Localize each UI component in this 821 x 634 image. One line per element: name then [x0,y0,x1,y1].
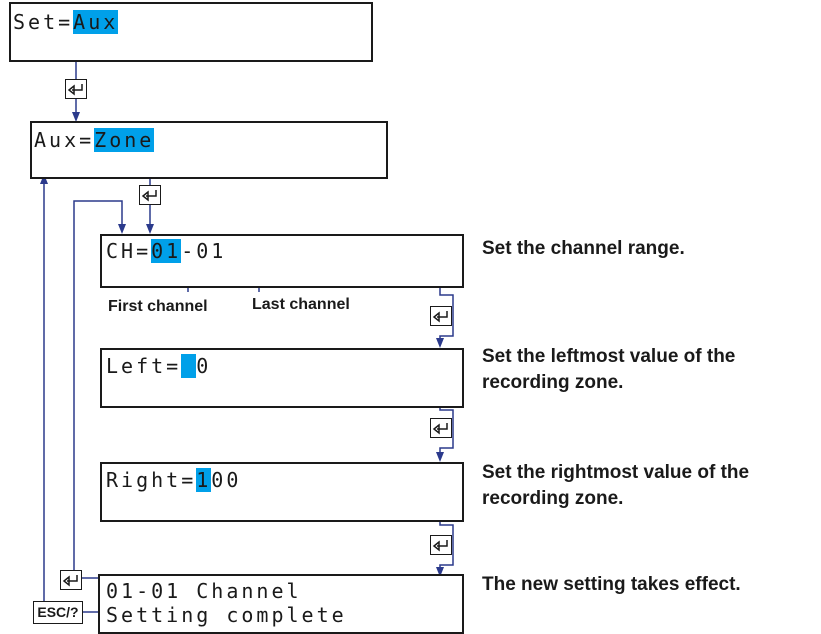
arrow-left-to-right [436,406,454,462]
enter-key-icon[interactable] [139,185,161,205]
lcd-aux: Aux=Zone [30,121,388,179]
arrow-right-to-complete [436,520,454,577]
left-prefix: Left= [106,354,182,378]
enter-key-icon[interactable] [60,570,82,590]
enter-key-icon[interactable] [65,79,87,99]
arrow-esc-to-aux [40,174,98,613]
right-prefix: Right= [106,468,197,492]
desc-right-line1: Set the rightmost value of the [482,462,750,483]
lcd-channel: CH=01-01 [100,234,464,288]
ch-first: 01 [151,239,182,263]
arrow-ch-to-left [436,286,454,348]
complete-line1: 01-01 Channel [106,579,302,603]
ch-dash: - [181,239,197,263]
desc-complete: The new setting takes effect. [482,574,741,595]
enter-key-icon[interactable] [430,535,452,555]
enter-key-icon[interactable] [430,306,452,326]
desc-channel-range: Set the channel range. [482,238,685,259]
enter-key-icon[interactable] [430,418,452,438]
lcd-complete: 01-01 Channel Setting complete [98,574,464,634]
label-first-channel: First channel [108,298,208,315]
desc-right: Set the rightmost value of the recording… [482,460,749,512]
enter-glyph [432,423,448,435]
left-rest: 0 [196,354,212,378]
right-rest: 00 [211,468,242,492]
desc-left: Set the leftmost value of the recording … [482,344,735,396]
enter-glyph [67,84,83,96]
label-last-channel: Last channel [252,296,350,313]
aux-value: Zone [94,128,155,152]
enter-glyph [432,540,448,552]
desc-left-line1: Set the leftmost value of the [482,346,736,367]
lcd-right: Right=100 [100,462,464,522]
aux-prefix: Aux= [34,128,95,152]
desc-right-line2: recording zone. [482,488,624,509]
enter-glyph [62,575,78,587]
set-prefix: Set= [13,10,74,34]
lcd-left: Left= 0 [100,348,464,408]
desc-left-line2: recording zone. [482,372,624,393]
ch-prefix: CH= [106,239,152,263]
left-cursor [181,354,197,378]
complete-line2: Setting complete [106,603,347,627]
enter-glyph [141,190,157,202]
arrow-return-to-ch [73,200,126,579]
enter-glyph [432,311,448,323]
lcd-set: Set=Aux [9,2,373,62]
esc-key[interactable]: ESC/? [33,601,83,624]
set-value: Aux [73,10,119,34]
ch-last: 01 [196,239,227,263]
right-cursor: 1 [196,468,212,492]
